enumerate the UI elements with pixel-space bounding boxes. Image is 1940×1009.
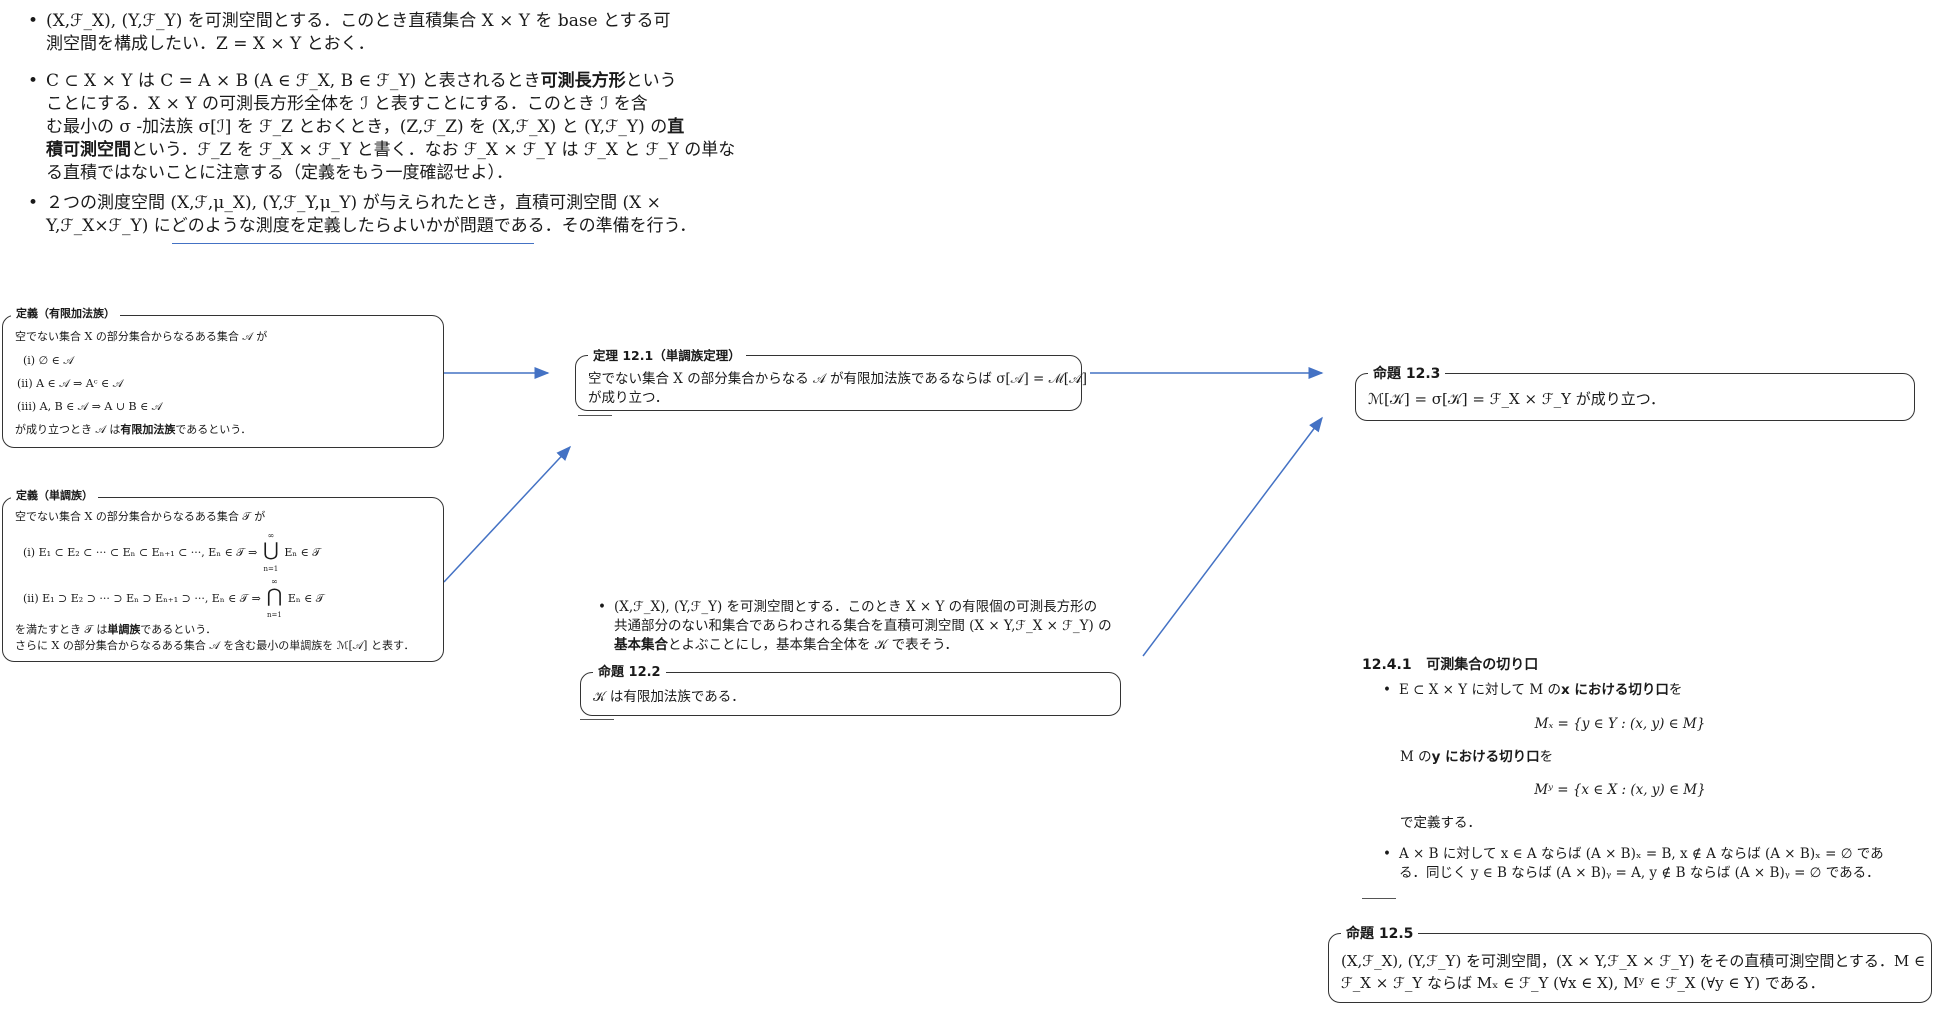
- top-bullet-1: • (X,ℱ_X), (Y,ℱ_Y) を可測空間とする．このとき直積集合 X ×…: [28, 11, 671, 54]
- equation-cut-y: Mʸ = {x ∈ X : (x, y) ∈ M}: [1534, 782, 1706, 798]
- top-bullet-3: • ２つの測度空間 (X,ℱ,μ_X), (Y,ℱ_Y,μ_Y) が与えられたと…: [28, 193, 697, 236]
- definition-title: 定義（単調族）: [11, 488, 98, 504]
- monotone-item-1: (i) E₁ ⊂ E₂ ⊂ ··· ⊂ Eₙ ⊂ Eₙ₊₁ ⊂ ···, Eₙ …: [23, 531, 321, 573]
- term-basic-set: 基本集合: [614, 637, 668, 653]
- bullet-dot: •: [1383, 682, 1391, 698]
- definition-title: 定義（有限加法族）: [11, 306, 120, 322]
- bullet-dot: •: [1383, 846, 1391, 862]
- bullet-dot: •: [598, 599, 606, 615]
- section-cut-x: • E ⊂ X × Y に対して M のx における切り口を: [1383, 682, 1683, 698]
- arrow-monotone-to-thm121: [443, 445, 572, 583]
- theorem-title: 定理 12.1（単調族定理）: [588, 346, 746, 365]
- bullet-dot: •: [28, 11, 39, 31]
- end-mark: [578, 415, 612, 416]
- bullet-dot: •: [28, 71, 39, 91]
- proposition-12-5: 命題 12.5 (X,ℱ_X), (Y,ℱ_Y) を可測空間，(X × Y,ℱ_…: [1328, 924, 1932, 1003]
- annotation-underline: [172, 243, 534, 244]
- term-product-space: 積可測空間: [46, 140, 131, 160]
- top-bullet-2: • C ⊂ X × Y は C = A × B (A ∈ ℱ_X, B ∈ ℱ_…: [28, 71, 736, 183]
- arrow-prop122-to-prop123: [1142, 416, 1323, 657]
- proposition-12-3: 命題 12.3 ℳ[𝒦] = σ[𝒦] = ℱ_X × ℱ_Y が成り立つ．: [1355, 364, 1915, 421]
- proposition-title: 命題 12.2: [593, 663, 666, 682]
- proposition-12-2: 命題 12.2 𝒦 は有限加法族である．: [580, 663, 1121, 716]
- proposition-title: 命題 12.3: [1368, 364, 1446, 385]
- end-mark: [580, 719, 614, 720]
- term-measurable-rectangle: 可測長方形: [540, 71, 626, 91]
- end-mark: [1362, 898, 1396, 899]
- section-rect-cut: • A × B に対して x ∈ A ならば (A × B)ₓ = B, x ∉…: [1383, 846, 1884, 881]
- section-cut-y: M のy における切り口を: [1400, 749, 1554, 765]
- definition-monotone-family: 定義（単調族） 空でない集合 X の部分集合からなるある集合 𝒯 が (i) E…: [2, 488, 444, 662]
- monotone-item-2: (ii) E₁ ⊃ E₂ ⊃ ··· ⊃ Eₙ ⊃ Eₙ₊₁ ⊃ ···, Eₙ…: [23, 577, 325, 619]
- theorem-12-1: 定理 12.1（単調族定理） 空でない集合 X の部分集合からなる 𝒜 が有限加…: [575, 346, 1087, 411]
- definition-finite-additive-family: 定義（有限加法族） 空でない集合 X の部分集合からなるある集合 𝒜 が (i)…: [2, 306, 444, 448]
- basic-set-bullet: • (X,ℱ_X), (Y,ℱ_Y) を可測空間とする．このとき X × Y の…: [598, 599, 1112, 653]
- section-heading: 12.4.1 可測集合の切り口: [1362, 657, 1539, 673]
- bullet-dot: •: [28, 193, 39, 213]
- equation-cut-x: Mₓ = {y ∈ Y : (x, y) ∈ M}: [1534, 716, 1706, 732]
- proposition-title: 命題 12.5: [1341, 924, 1419, 945]
